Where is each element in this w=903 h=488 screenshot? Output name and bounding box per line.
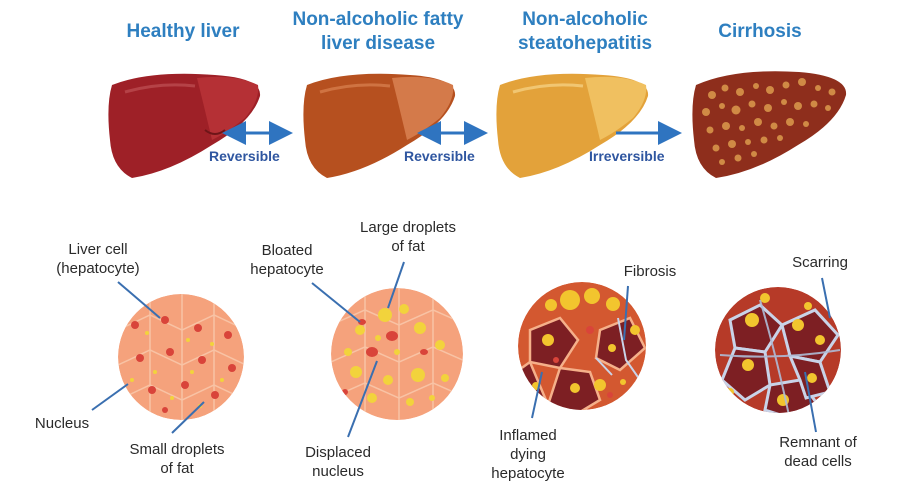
callout-bloated: Bloated hepatocyte bbox=[232, 241, 342, 279]
callout-scarring: Scarring bbox=[774, 253, 866, 272]
tissue-cirrhosis-icon bbox=[715, 287, 841, 420]
leader-nucleus bbox=[92, 384, 128, 410]
leader-bloated bbox=[312, 283, 360, 322]
tissue-fatty-icon bbox=[331, 285, 467, 420]
arrow-label-reversible-2: Reversible bbox=[404, 148, 475, 164]
callout-fibrosis: Fibrosis bbox=[605, 262, 695, 281]
arrow-label-reversible-1: Reversible bbox=[209, 148, 280, 164]
callout-displaced: Displaced nucleus bbox=[286, 443, 390, 481]
callout-remnant: Remnant of dead cells bbox=[758, 433, 878, 471]
callout-liver-cell: Liver cell (hepatocyte) bbox=[38, 240, 158, 278]
callout-small-droplets: Small droplets of fat bbox=[112, 440, 242, 478]
callout-large-droplets: Large droplets of fat bbox=[346, 218, 470, 256]
arrow-label-irreversible: Irreversible bbox=[589, 148, 665, 164]
callout-inflamed: Inflamed dying hepatocyte bbox=[478, 426, 578, 483]
callout-nucleus: Nucleus bbox=[20, 414, 104, 433]
tissue-healthy-icon bbox=[118, 290, 246, 420]
liver-cirrhosis-icon bbox=[692, 71, 846, 178]
